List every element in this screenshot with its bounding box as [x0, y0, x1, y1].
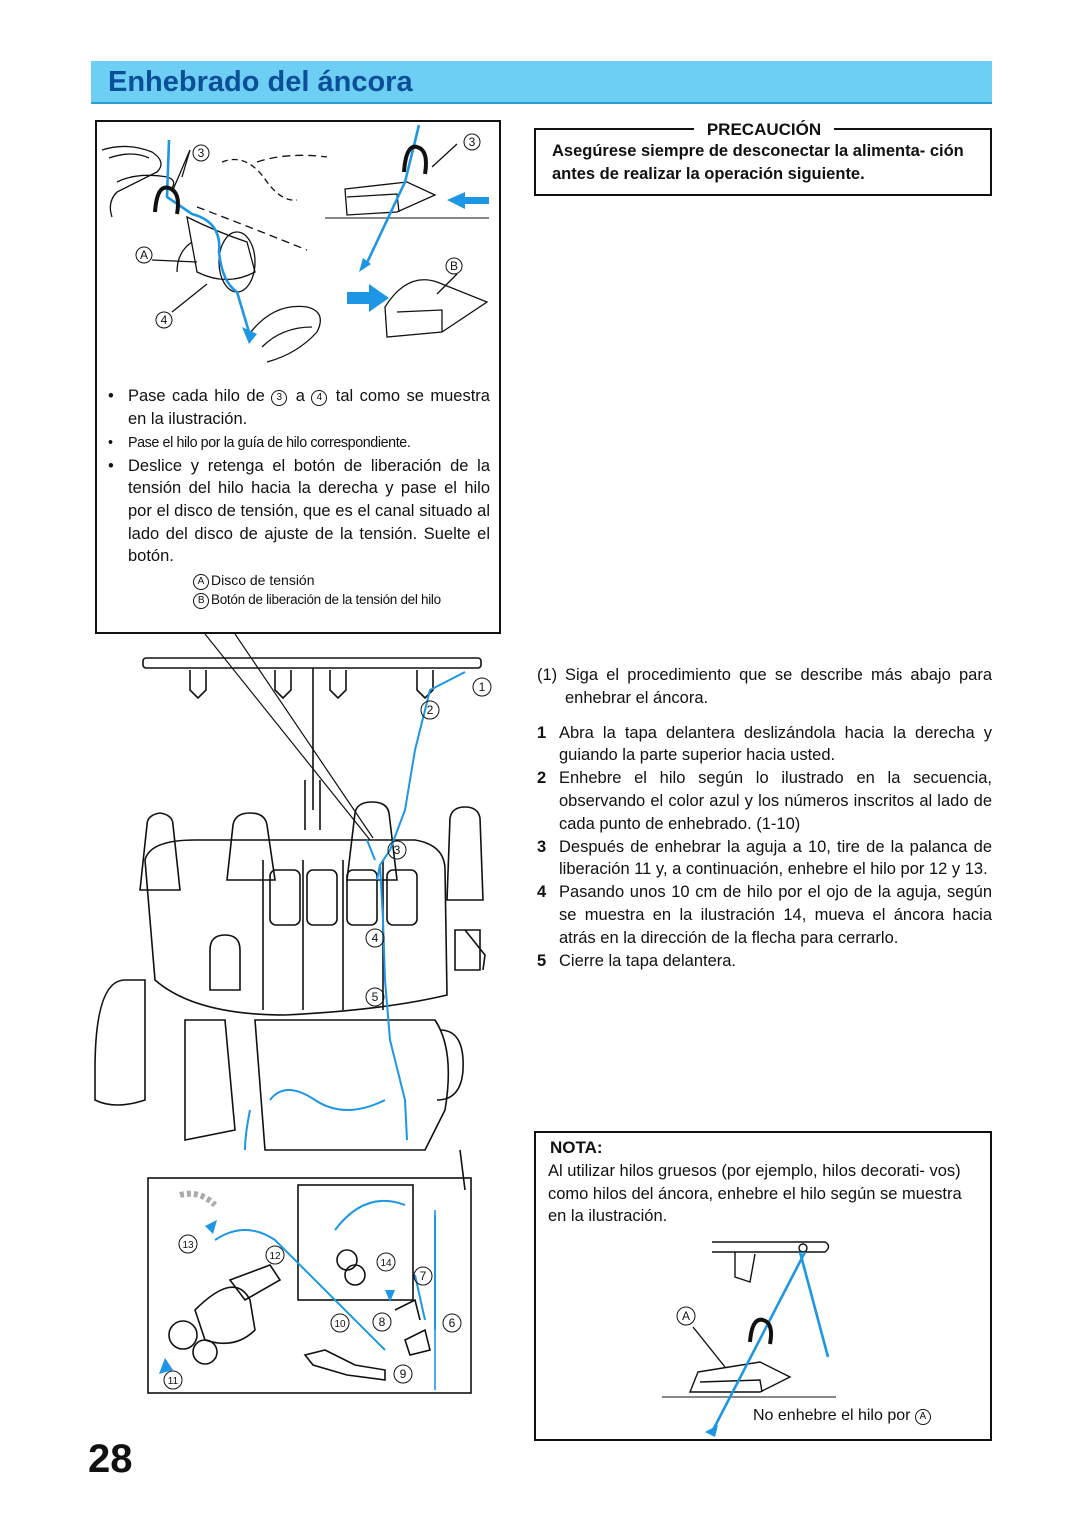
- marker-2: 2: [427, 703, 434, 717]
- instruction-bullets: • Pase cada hilo de 3 a 4 tal como se mu…: [108, 385, 490, 568]
- nota-illustration: A: [662, 1241, 836, 1437]
- nota-caption: No enhebre el hilo por A: [753, 1407, 933, 1425]
- marker-a: A: [140, 248, 148, 262]
- thread-guide-illustration: 3 3 A B 4: [101, 124, 489, 363]
- steps-intro: (1)Siga el procedimiento que se describe…: [537, 666, 992, 707]
- nota-box: [534, 1131, 992, 1441]
- marker-b: B: [450, 259, 458, 273]
- marker-3-right: 3: [469, 135, 476, 149]
- marker-4-inline: 4: [311, 390, 328, 406]
- bullet-item: •Pase el hilo por la guía de hilo corres…: [108, 435, 411, 452]
- marker-12: 12: [269, 1251, 281, 1262]
- marker-6: 6: [449, 1316, 456, 1330]
- machine-threading-illustration: 1 2 3 4 5 6 7 8 9 10 11 12 13 14: [94, 633, 492, 1394]
- marker-7: 7: [420, 1269, 427, 1283]
- marker-14: 14: [380, 1258, 392, 1269]
- marker-4: 4: [372, 931, 379, 945]
- marker-3-inline: 3: [271, 390, 288, 406]
- caution-text: Asegúrese siempre de desconectar la alim…: [552, 142, 964, 183]
- marker-13: 13: [182, 1240, 194, 1251]
- marker-11: 11: [168, 1376, 179, 1387]
- marker-4: 4: [161, 313, 168, 327]
- top-figure-box: [95, 120, 501, 634]
- marker-9: 9: [400, 1367, 407, 1381]
- caution-title: PRECAUCIÓN: [707, 120, 821, 139]
- bullet-item: • Pase cada hilo de 3 a 4 tal como se mu…: [108, 387, 490, 428]
- marker-10: 10: [334, 1319, 346, 1330]
- nota-marker-a: A: [682, 1309, 690, 1323]
- caution-box: [534, 128, 992, 196]
- section-title-bar: Enhebrado del áncora: [91, 61, 992, 104]
- marker-3-left: 3: [198, 146, 205, 160]
- threading-steps: (1)Siga el procedimiento que se describe…: [537, 664, 992, 972]
- marker-1: 1: [479, 680, 486, 694]
- nota-text: Al utilizar hilos gruesos (por ejemplo, …: [548, 1162, 962, 1225]
- caution-title-rule: PRECAUCIÓN: [534, 120, 992, 140]
- nota-title: NOTA:: [550, 1138, 603, 1157]
- marker-8: 8: [379, 1315, 386, 1329]
- page-number: 28: [88, 1437, 133, 1481]
- bullet-item: •Deslice y retenga el botón de liberació…: [108, 456, 490, 566]
- marker-3: 3: [394, 843, 401, 857]
- page-title: Enhebrado del áncora: [108, 66, 413, 98]
- marker-5: 5: [372, 990, 379, 1004]
